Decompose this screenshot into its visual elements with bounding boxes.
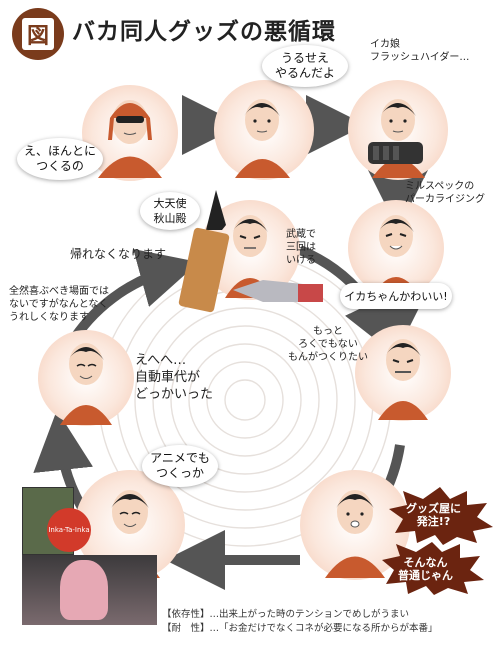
speech-bubble-7: アニメでも つくっか xyxy=(142,445,218,487)
shell-icon xyxy=(178,190,230,313)
loop-text: 帰れなくなります xyxy=(70,247,167,261)
node3-text: イカ娘 フラッシュハイダー… xyxy=(370,39,470,63)
caption-dependency: 【依存性】…出来上がった時のテンションでめしがうまい xyxy=(162,609,410,620)
node5-text: もっと ろくでもない もんがつくりたい xyxy=(288,326,368,363)
character-5 xyxy=(378,339,428,420)
burst-2 xyxy=(382,542,484,595)
anime-character xyxy=(60,560,108,620)
caption-tolerance: 【耐 性】…「お金だけでなくコネが必要になる所からが本番」 xyxy=(162,623,438,634)
seal-badge: Inka-Ta-Inka xyxy=(47,508,91,552)
burst-text-1: グッズ屋に 発注!? xyxy=(406,502,461,528)
node9-text: 全然喜ぶべき場面では ないですがなんとなく うれしくなります xyxy=(9,286,109,323)
shell-label-bubble: 大天使 秋山殿 xyxy=(140,192,200,230)
center-text: 武蔵で 三回は いける xyxy=(286,229,316,266)
character-6 xyxy=(325,490,385,578)
bullet-icon xyxy=(233,280,323,302)
character-8 xyxy=(60,343,112,425)
badge-label: 図 xyxy=(22,18,54,50)
character-2 xyxy=(235,99,290,178)
character-3 xyxy=(368,99,425,178)
speech-bubble-4: イカちゃんかわいい! xyxy=(340,283,452,309)
speech-bubble-2: うるせえ やるんだよ xyxy=(262,45,348,87)
burst-1 xyxy=(389,487,493,545)
speech-bubble-1: え、ほんとに つくるの xyxy=(17,138,103,180)
burst-text-2: そんなん 普通じゃん xyxy=(398,556,453,582)
character-1 xyxy=(98,100,162,178)
node4-text: ミルスペックの パーカライジング xyxy=(405,181,485,205)
node8-text: えへへ… 自動車代が どっかいった xyxy=(135,353,214,402)
page-title: バカ同人グッズの悪循環 xyxy=(72,19,336,45)
